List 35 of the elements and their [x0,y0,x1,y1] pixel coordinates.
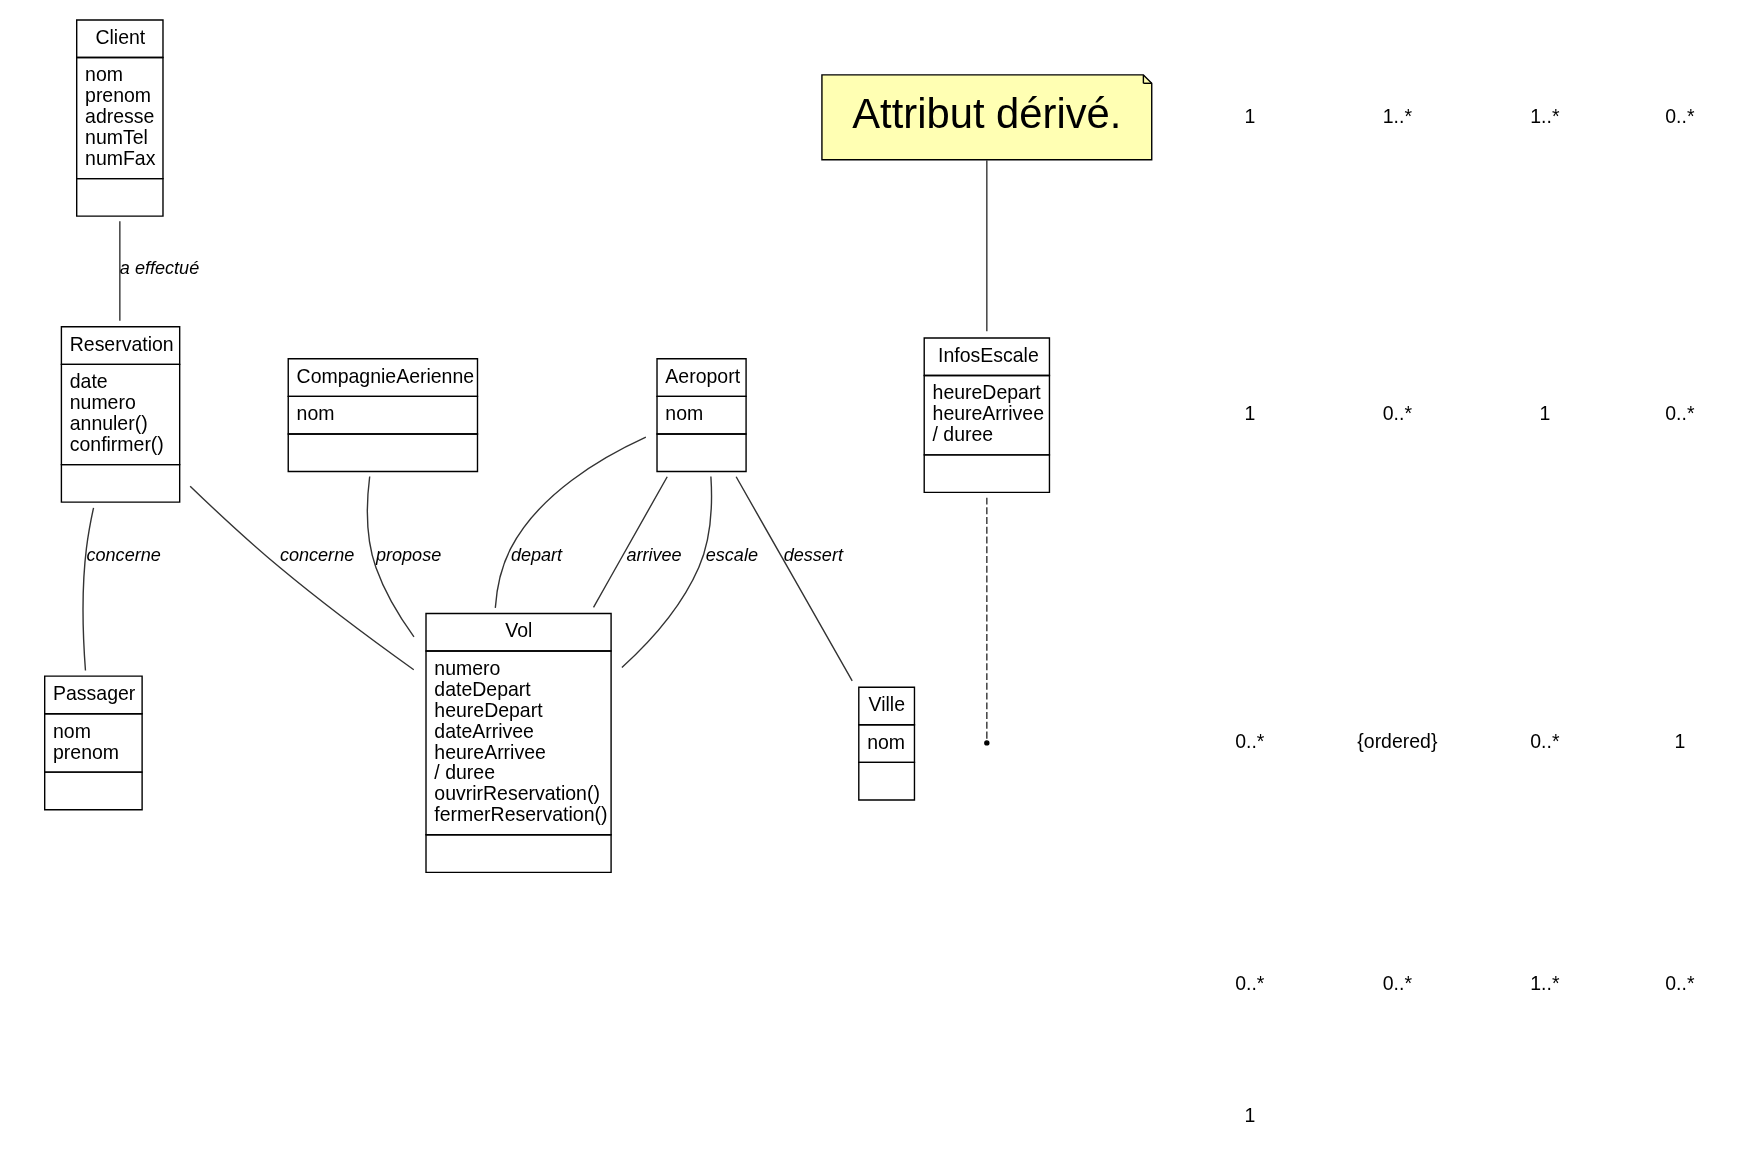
edge-label: escale [705,545,758,566]
connector [81,507,94,672]
label: 0..* [1664,401,1694,424]
label: 1..* [1382,104,1412,127]
label: 1 [1243,1104,1255,1127]
label: 0..* [1529,730,1559,753]
connector [592,476,668,609]
label: 1 [1243,401,1255,424]
label: 1..* [1529,104,1559,127]
connector [620,475,712,669]
label: 0..* [1664,972,1694,995]
connector [366,475,415,638]
label: {ordered} [1356,730,1437,753]
connector [734,476,853,682]
label: 0..* [1234,972,1264,995]
connector [985,496,988,742]
connector [985,159,988,332]
connector [494,436,647,609]
edge-label: dessert [783,545,843,566]
edge-label: arrivee [625,545,682,566]
edge-label: concerne [85,545,161,566]
edge-label: depart [510,545,562,566]
label: 0..* [1234,730,1264,753]
edge-label: a effectué [119,258,199,279]
label: 1 [1243,104,1255,127]
label: 1 [1538,401,1550,424]
connector [118,220,121,322]
connector [188,485,414,671]
edge-label: propose [375,545,441,566]
label: 0..* [1664,104,1694,127]
label: 1..* [1529,972,1559,995]
label: 1 [1673,730,1685,753]
label: 0..* [1382,401,1412,424]
label: 0..* [1382,972,1412,995]
edge-label: concerne [279,545,354,566]
